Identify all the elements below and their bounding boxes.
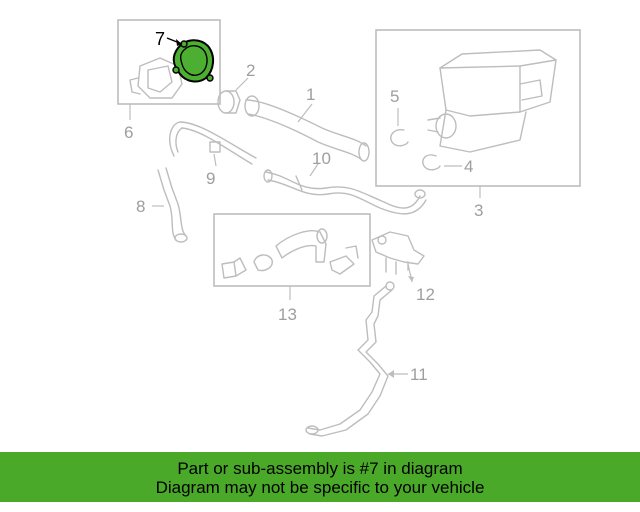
part-11-line bbox=[305, 281, 395, 437]
callout-2: 2 bbox=[246, 61, 255, 80]
box-3 bbox=[375, 29, 581, 187]
part-2-coupling bbox=[217, 90, 241, 114]
clip-5 bbox=[390, 128, 409, 147]
part-10-hose bbox=[263, 169, 427, 215]
callout-5: 5 bbox=[390, 87, 399, 106]
banner-line-1: Part or sub-assembly is #7 in diagram bbox=[177, 459, 463, 478]
parts-diagram: 6 7 2 1 3 bbox=[117, 19, 581, 437]
callout-1: 1 bbox=[306, 85, 315, 104]
clip-4 bbox=[422, 154, 441, 171]
reservoir-assembly bbox=[427, 49, 557, 153]
callout-9: 9 bbox=[206, 169, 215, 188]
callout-11: 11 bbox=[410, 365, 428, 384]
housing-part bbox=[129, 57, 183, 99]
callout-10: 10 bbox=[312, 149, 331, 168]
callout-6: 6 bbox=[124, 123, 133, 142]
callout-12: 12 bbox=[416, 285, 435, 304]
callout-3: 3 bbox=[474, 201, 483, 220]
callout-7: 7 bbox=[155, 29, 165, 49]
part-9-hose bbox=[169, 121, 257, 165]
callout-8: 8 bbox=[136, 197, 145, 216]
part-8-hose bbox=[157, 167, 188, 243]
callout-4: 4 bbox=[464, 157, 473, 176]
bottom-margin bbox=[0, 502, 640, 512]
callout-13: 13 bbox=[278, 305, 297, 324]
box-6 bbox=[117, 19, 221, 105]
part-1-hose bbox=[244, 95, 370, 162]
banner-line-2: Diagram may not be specific to your vehi… bbox=[155, 478, 485, 497]
part-7-highlighted[interactable] bbox=[172, 39, 214, 83]
part-12-connector bbox=[371, 231, 425, 275]
box-13-parts bbox=[221, 228, 359, 279]
box-13 bbox=[213, 213, 371, 287]
info-banner: Part or sub-assembly is #7 in diagram Di… bbox=[0, 452, 640, 502]
